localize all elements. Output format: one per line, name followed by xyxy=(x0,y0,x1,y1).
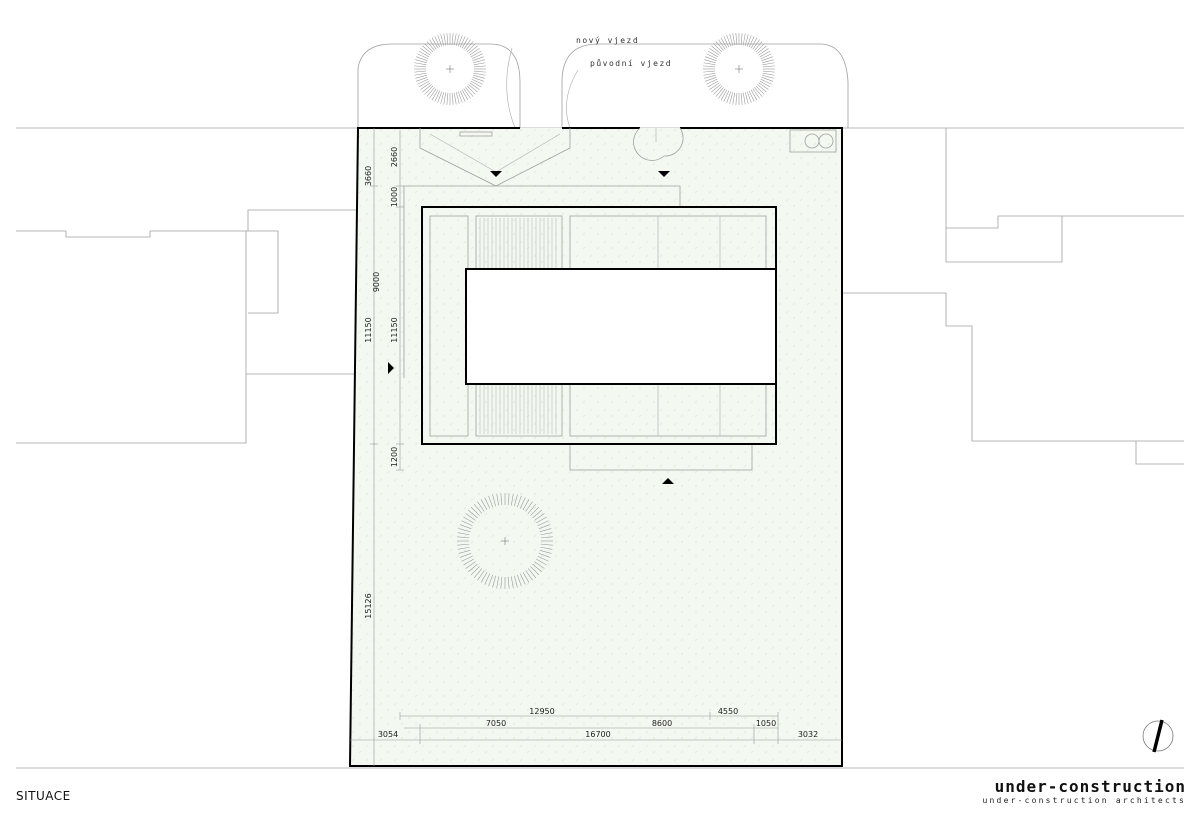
dim-1000: 1000 xyxy=(390,187,399,207)
dimension-text-vertical: 3660 11150 15126 2660 1000 9000 11150 12… xyxy=(364,147,399,619)
dim-1050: 1050 xyxy=(756,719,776,728)
dimension-lines-horizontal xyxy=(350,712,842,744)
neighbour-building-left xyxy=(16,209,356,444)
dimension-lines-vertical xyxy=(370,128,404,766)
waste-bins xyxy=(789,129,837,153)
dim-8600: 8600 xyxy=(652,719,672,728)
dim-15126: 15126 xyxy=(364,593,373,618)
dim-11150-outer: 11150 xyxy=(364,317,373,342)
north-arrow-icon xyxy=(1142,719,1174,753)
drawing-title: SITUACE xyxy=(16,789,71,803)
dim-3054: 3054 xyxy=(378,730,398,739)
label-new-entrance: nový vjezd xyxy=(576,36,639,45)
logo: under-construction under-construction ar… xyxy=(983,778,1186,806)
dim-3032: 3032 xyxy=(798,730,818,739)
dim-1200: 1200 xyxy=(390,447,399,467)
site-plot xyxy=(348,127,843,767)
logo-tagline: under-construction architects xyxy=(982,796,1186,805)
label-original-entrance: původní vjezd xyxy=(590,58,672,68)
dim-11150-inner: 11150 xyxy=(390,317,399,342)
dim-16700: 16700 xyxy=(585,730,610,739)
logo-name: under-construction xyxy=(994,777,1186,796)
street-bays xyxy=(357,43,849,129)
street-tree-left xyxy=(414,33,486,105)
street-tree-right xyxy=(703,33,775,105)
dim-3660: 3660 xyxy=(364,166,373,186)
dim-4550: 4550 xyxy=(718,707,738,716)
neighbour-building-right xyxy=(842,128,1184,465)
dim-7050: 7050 xyxy=(486,719,506,728)
dim-12950: 12950 xyxy=(529,707,554,716)
house-outline xyxy=(421,206,777,445)
entry-arrows xyxy=(388,171,674,484)
dim-2660: 2660 xyxy=(390,147,399,167)
garden-tree xyxy=(457,493,553,589)
dimension-text-horizontal: 12950 4550 7050 8600 1050 3054 16700 303… xyxy=(378,707,818,739)
dim-9000: 9000 xyxy=(372,272,381,292)
